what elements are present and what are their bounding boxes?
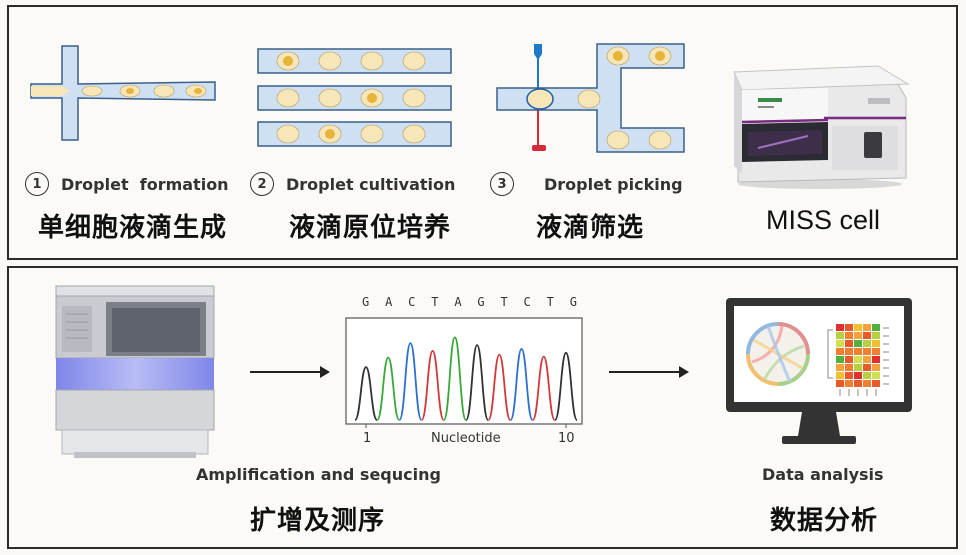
heatmap-cell: [836, 332, 844, 339]
base-sequence: G A C T A G T C T G: [362, 295, 577, 309]
arrow-to-sequencing: [250, 366, 330, 378]
heatmap-cell: [872, 324, 880, 331]
step-3-label: 3 Droplet picking: [490, 172, 683, 196]
analysis-caption: Data analysis: [762, 465, 884, 484]
heatmap-cell: [845, 364, 853, 371]
chromatogram-peak: [465, 344, 489, 421]
heatmap-cell: [836, 380, 844, 387]
chromatogram-peak: [376, 356, 401, 421]
instrument-name: MISS cell: [766, 205, 881, 235]
heatmap-cell: [836, 324, 844, 331]
heatmap-cell: [863, 372, 871, 379]
step-2-number: 2: [250, 172, 274, 196]
chromatogram-peaks: [354, 336, 578, 421]
heatmap-cell: [854, 372, 862, 379]
chromatogram-peak: [443, 336, 467, 421]
step-2-cn-label: 液滴原位培养: [289, 213, 452, 243]
heatmap-cell: [872, 380, 880, 387]
chromatogram-peak: [354, 366, 378, 421]
droplet-formation-illustration: [30, 45, 216, 141]
heatmap-cell: [836, 340, 844, 347]
chromatogram-peak: [398, 342, 423, 421]
step-1-cn-label: 单细胞液滴生成: [38, 213, 228, 243]
heatmap-dendrogram: [827, 329, 833, 379]
heatmap-cell: [872, 348, 880, 355]
base-letter: A: [454, 295, 462, 309]
chromatogram-peak: [509, 348, 534, 421]
chromatogram-peak: [420, 349, 445, 421]
heatmap-cell: [863, 348, 871, 355]
heatmap-cell: [845, 372, 853, 379]
heatmap-cell: [836, 372, 844, 379]
sequencing-caption: Amplification and sequcing: [196, 465, 441, 484]
base-letter: C: [523, 295, 531, 309]
step-2-title: Droplet cultivation: [286, 174, 456, 194]
heatmap: [827, 324, 889, 396]
base-letter: G: [362, 295, 370, 309]
chromatogram: [345, 317, 583, 428]
heatmap-cell: [872, 356, 880, 363]
base-letter: T: [431, 295, 439, 309]
heatmap-cell: [854, 356, 862, 363]
heatmap-cell: [836, 356, 844, 363]
chord-diagram: [746, 322, 810, 386]
heatmap-cell: [845, 348, 853, 355]
step-2-label: 2 Droplet cultivation: [250, 172, 455, 196]
base-letter: T: [500, 295, 508, 309]
base-letter: G: [569, 295, 577, 309]
heatmap-cell: [863, 324, 871, 331]
step-3-title: Droplet picking: [544, 174, 683, 194]
heatmap-cell: [863, 380, 871, 387]
heatmap-cell: [845, 380, 853, 387]
droplet-picking-illustration: [496, 43, 685, 153]
heatmap-cell: [845, 332, 853, 339]
x-tick-start: 1: [363, 431, 372, 446]
base-letter: A: [385, 295, 393, 309]
heatmap-cell: [863, 356, 871, 363]
heatmap-cell: [872, 332, 880, 339]
heatmap-cell: [872, 364, 880, 371]
heatmap-cell: [863, 364, 871, 371]
step-3-cn-label: 液滴筛选: [536, 213, 645, 243]
heatmap-cell: [854, 332, 862, 339]
miss-cell-instrument-image: [733, 65, 910, 189]
heatmap-cell: [863, 332, 871, 339]
x-axis-label: Nucleotide: [431, 431, 501, 446]
heatmap-cell: [854, 340, 862, 347]
heatmap-cell: [863, 340, 871, 347]
step-1-title: Droplet formation: [61, 174, 229, 194]
heatmap-cell: [836, 348, 844, 355]
heatmap-cell: [854, 324, 862, 331]
heatmap-cell: [854, 380, 862, 387]
base-letter: C: [408, 295, 416, 309]
chromatogram-peak: [487, 353, 512, 421]
heatmap-cell: [872, 372, 880, 379]
step-1-number: 1: [25, 172, 49, 196]
heatmap-cell: [854, 364, 862, 371]
heatmap-cell: [854, 348, 862, 355]
arrow-to-analysis: [609, 366, 689, 378]
heatmap-cell: [845, 356, 853, 363]
step-1-label: 1 Droplet formation: [25, 172, 229, 196]
heatmap-cell: [836, 364, 844, 371]
sequencing-cn-label: 扩增及测序: [250, 506, 386, 536]
droplet-cultivation-illustration: [257, 48, 452, 147]
heatmap-cell: [845, 340, 853, 347]
base-letter: G: [477, 295, 485, 309]
heatmap-cell: [872, 340, 880, 347]
chromatogram-peak: [554, 351, 578, 421]
base-letter: T: [546, 295, 554, 309]
sequencer-machine-image: [55, 285, 215, 458]
x-tick-end: 10: [558, 431, 575, 446]
step-3-number: 3: [490, 172, 514, 196]
analysis-monitor-image: [726, 298, 912, 444]
chromatogram-peak: [531, 355, 556, 421]
heatmap-cell: [845, 324, 853, 331]
analysis-cn-label: 数据分析: [770, 506, 879, 536]
